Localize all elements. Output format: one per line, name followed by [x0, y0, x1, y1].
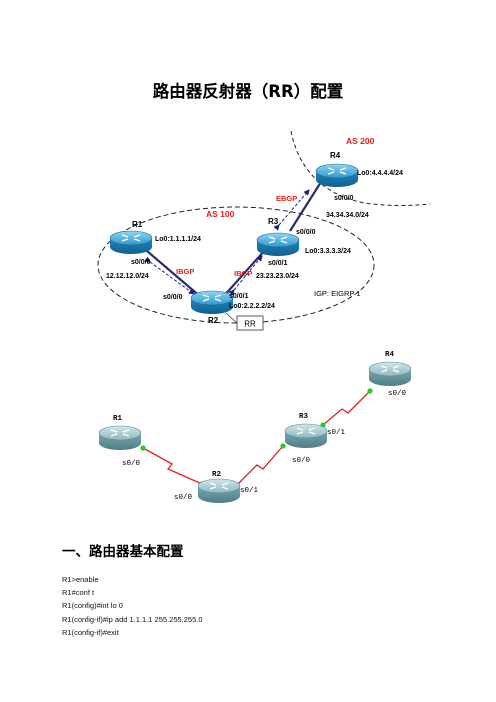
r3-s001: s0/0/1	[268, 260, 288, 267]
command-line: R1#conf t	[62, 588, 95, 598]
bgp-topology-diagram: RR AS 200 AS 100 R1 R2 R3 R4 Lo0:1.1.1.1…	[97, 130, 431, 331]
ibgp-label-1: IBGP	[176, 267, 194, 276]
r1-s000: s0/0/0	[131, 259, 151, 266]
r1-loopback: Lo0:1.1.1.1/24	[155, 236, 201, 243]
serial-r1-r2	[142, 447, 203, 485]
ibgp-arrow-r2-r3	[228, 255, 263, 296]
net-12: 12.12.12.0/24	[106, 273, 149, 280]
command-line: R1(config-if)#ip add 1.1.1.1 255.255.255…	[62, 614, 203, 624]
serial-r2-r3	[236, 445, 284, 486]
r4-loopback: Lo0:4.4.4.4/24	[357, 170, 403, 177]
page-title: 路由器反射器（RR）配置	[152, 82, 344, 101]
r1-name: R1	[132, 220, 143, 229]
r2-loopback: Lo0:2.2.2.2/24	[229, 303, 275, 310]
gns-r1-s00: s0/0	[122, 460, 141, 468]
r2-name: R2	[208, 316, 219, 325]
net-34: 34.34.34.0/24	[326, 212, 369, 219]
port-dot	[367, 388, 373, 394]
gns-r2-s01: s0/1	[240, 487, 259, 495]
ibgp-arrow-r1-r2	[144, 256, 195, 295]
port-dot	[140, 445, 146, 451]
gns-r4-s00: s0/0	[388, 390, 407, 398]
gns-r3-name: R3	[299, 413, 309, 421]
command-line: R1(config-if)#exit	[62, 627, 119, 637]
r4-s000: s0/0/0	[334, 195, 354, 202]
gns-router-r1-icon	[98, 425, 142, 451]
command-line: R1>enable	[62, 575, 99, 584]
router-r1-icon	[109, 230, 153, 255]
gns-r3-s01: s0/1	[327, 429, 346, 437]
router-r4-icon	[315, 163, 359, 188]
command-list: R1>enable R1#conf t R1(config)#int lo 0 …	[62, 573, 203, 639]
router-r3-icon	[256, 232, 300, 257]
net-23: 23.23.23.0/24	[256, 273, 299, 280]
section-heading: 一、路由器基本配置	[62, 544, 184, 560]
ebgp-arrow-r3-r4	[273, 189, 310, 231]
r3-name: R3	[268, 217, 279, 226]
gns-router-r4-icon	[368, 361, 412, 387]
router-r2-icon	[190, 290, 234, 315]
igp-label: IGP: EIGRP 1	[314, 289, 361, 298]
gns-r4-name: R4	[385, 351, 395, 359]
gns-r3-s00: s0/0	[292, 457, 311, 465]
r2-s001: s0/0/1	[229, 293, 249, 300]
as200-boundary	[290, 130, 431, 206]
command-line: R1(config)#int lo 0	[62, 601, 123, 611]
gns-topology-diagram: R1 s0/0 R2 s0/0 s0/1 R3 s0/0 s0/1 R4 s0/…	[98, 351, 412, 504]
link-r3-r4	[289, 181, 322, 232]
gns-router-r2-icon	[197, 478, 241, 504]
port-dot	[280, 443, 286, 449]
r3-loopback: Lo0:3.3.3.3/24	[305, 248, 351, 255]
gns-r2-s00: s0/0	[174, 494, 193, 502]
gns-r2-name: R2	[212, 471, 222, 479]
as100-boundary	[97, 206, 375, 324]
gns-r1-name: R1	[113, 415, 123, 423]
serial-r3-r4	[322, 390, 371, 426]
r4-name: R4	[330, 151, 341, 160]
rr-label: RR	[244, 320, 256, 329]
ebgp-label: EBGP	[276, 194, 297, 203]
r2-s000: s0/0/0	[163, 294, 183, 301]
as200-label: AS 200	[346, 136, 375, 146]
r3-s000: s0/0/0	[296, 229, 316, 236]
as100-label: AS 100	[206, 209, 235, 219]
ibgp-label-2: IBGP	[234, 269, 252, 278]
gns-router-r3-icon	[284, 423, 328, 449]
